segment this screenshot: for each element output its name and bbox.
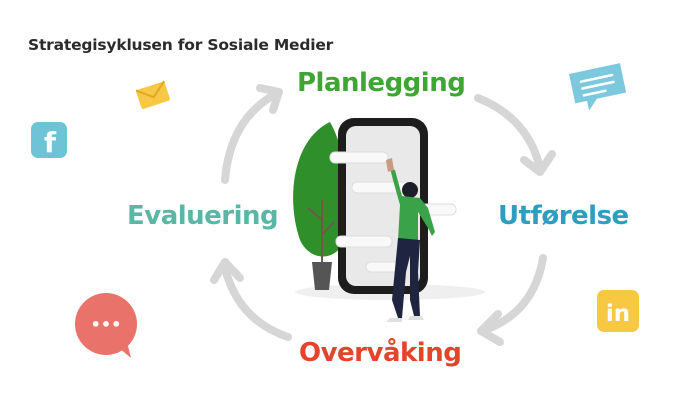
speech-bubble-icon: •••: [75, 293, 137, 358]
arrow-planlegging-to-utforelse: [474, 94, 544, 172]
stage-label-evaluering: Evaluering: [127, 201, 279, 231]
diagram-title: Strategisyklusen for Sosiale Medier: [28, 36, 334, 54]
stage-label-utforelse: Utførelse: [498, 201, 629, 231]
envelope-icon: [136, 80, 170, 109]
arrow-overvaking-to-evaluering: [221, 264, 292, 341]
facebook-icon: f: [31, 122, 67, 158]
stage-label-planlegging: Planlegging: [297, 68, 466, 98]
facebook-glyph: f: [44, 126, 57, 158]
linkedin-glyph: in: [606, 301, 630, 327]
person-icon: [386, 158, 435, 322]
linkedin-icon: in: [597, 290, 639, 332]
speech-bubble-dots: •••: [91, 315, 122, 334]
arrow-utforelse-to-overvaking: [481, 254, 547, 334]
smartphone-icon: [329, 118, 457, 294]
chat-bubble-icon: [569, 63, 627, 110]
arrow-evaluering-to-planlegging: [221, 91, 278, 184]
stage-label-overvaking: Overvåking: [299, 338, 462, 368]
